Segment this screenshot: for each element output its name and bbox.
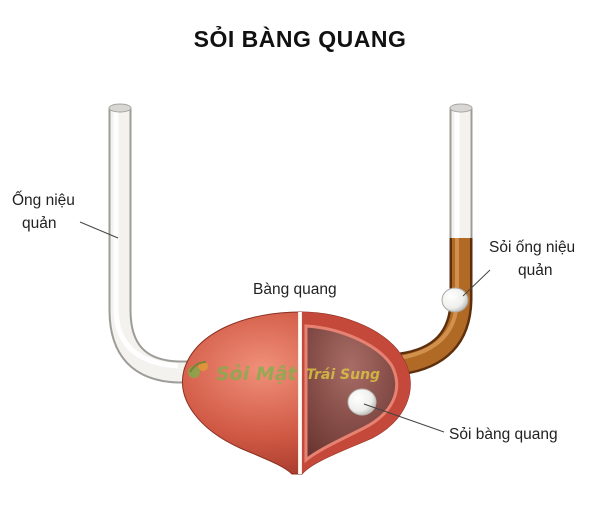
watermark-text-part1: Sỏi Mật [216,363,298,385]
bladder-stone-leader-line [363,403,445,433]
bladder [182,311,411,475]
ureter-stone-leader-line [462,269,491,297]
ureter-label: Ống niệu quản [12,189,75,235]
page-title: SỎI BÀNG QUANG [193,26,407,52]
right-ureter [386,103,473,378]
bladder-stone-label: Sỏi bàng quang [449,426,558,443]
bladder-label: Bàng quang [253,281,337,298]
ureter-stone-label: Sỏi ống niệu quản [489,236,575,282]
ureter-stone [441,287,469,313]
ureter-label-line1: Ống niệu [12,192,75,209]
watermark-logo: Sỏi Mật Trái Sung [188,361,380,385]
ureter-label-line2: quản [22,215,57,232]
ureter-stone-label-line1: Sỏi ống niệu [489,239,576,256]
bladder-stone [347,388,377,416]
ureter-leader-line [79,221,119,239]
watermark-text-part2: Trái Sung [306,367,380,383]
left-ureter [108,103,200,384]
ureter-stone-label-line2: quản [518,262,553,279]
